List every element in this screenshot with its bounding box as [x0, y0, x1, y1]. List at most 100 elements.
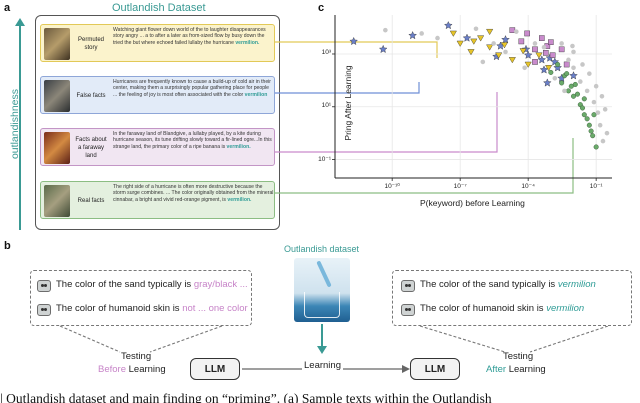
- square-point: [543, 50, 549, 56]
- circle-point: [555, 61, 561, 67]
- x-tick-label: 10⁻¹: [589, 183, 603, 190]
- testing-after-line1: Testing: [503, 351, 534, 362]
- row-text: Hurricanes are frequently known to cause…: [113, 79, 271, 98]
- triangle-point: [456, 40, 464, 47]
- star-point: [408, 30, 417, 40]
- triangle-point: [500, 42, 509, 49]
- panel-b-letter: b: [4, 240, 11, 252]
- star-point: [539, 65, 549, 74]
- star-point: [553, 63, 562, 72]
- circle-point: [600, 138, 606, 144]
- circle-point: [435, 35, 440, 41]
- panel-a-title: Outlandish Dataset: [112, 2, 206, 14]
- arrow-head-icon: [15, 18, 25, 26]
- triangle-point: [467, 49, 475, 56]
- triangle-point: [449, 30, 457, 37]
- testing-after-line2: After Learning: [486, 364, 546, 375]
- painting-thumbnail: [44, 185, 70, 217]
- beaker-image: [294, 258, 350, 322]
- row-label: Real facts: [77, 198, 105, 204]
- circle-point: [491, 41, 496, 46]
- circle-point: [580, 62, 585, 67]
- circle-point: [574, 91, 580, 97]
- circle-point: [590, 133, 596, 139]
- triangle-point: [470, 38, 478, 45]
- row-label: Facts about a faraway land: [75, 137, 107, 159]
- row-text: Watching giant flower down world of the …: [113, 27, 266, 46]
- x-axis-label: P(keyword) before Learning: [420, 198, 525, 208]
- row-real-facts: Real facts The right side of a hurricane…: [40, 181, 275, 219]
- connector-real-facts: [275, 138, 574, 194]
- painting-thumbnail: [44, 80, 70, 112]
- square-point: [532, 46, 538, 53]
- triangle-point: [545, 65, 553, 72]
- connector-permuted: [275, 41, 438, 58]
- after-sentence-2: The color of humanoid skin is vermilion: [420, 303, 585, 314]
- circle-point: [591, 112, 597, 118]
- x-tick-label: 10⁻⁷: [453, 183, 467, 190]
- testing-before-line2: Before Learning: [98, 364, 166, 375]
- circle-point: [586, 122, 592, 128]
- circle-point: [552, 75, 558, 81]
- circle-point: [572, 81, 578, 87]
- row-label: Permuted story: [77, 37, 104, 51]
- square-point: [532, 59, 538, 65]
- circle-point: [548, 69, 554, 75]
- circle-point: [559, 80, 565, 86]
- pipette-icon: [316, 260, 332, 288]
- circle-point: [584, 88, 590, 94]
- square-point: [518, 38, 525, 45]
- connector-false-facts: [275, 82, 420, 94]
- star-point: [537, 55, 547, 64]
- row-text: The right side of a hurricane is often m…: [113, 184, 274, 203]
- star-point: [349, 36, 359, 46]
- after-sentence-1: The color of the sand typically is vermi…: [420, 279, 596, 290]
- robot-icon: [37, 304, 51, 316]
- circle-point: [514, 29, 519, 34]
- circle-point: [383, 27, 388, 33]
- before-sentence-2: The color of humanoid skin is not ... on…: [56, 303, 248, 314]
- after-speech-bubble: The color of the sand typically is vermi…: [392, 270, 632, 326]
- star-point: [543, 78, 552, 87]
- circle-point: [581, 96, 587, 102]
- triangle-point: [519, 48, 527, 55]
- square-point: [549, 52, 556, 58]
- triangle-point: [486, 44, 494, 51]
- panel-c-letter: c: [318, 2, 325, 14]
- circle-point: [584, 116, 590, 122]
- circle-point: [522, 65, 527, 71]
- circle-point: [564, 71, 570, 77]
- triangle-point: [495, 52, 503, 59]
- star-point: [444, 20, 453, 30]
- circle-point: [571, 65, 576, 71]
- llm-box-before: LLM: [190, 358, 240, 380]
- row-false-facts: False facts Hurricanes are frequently kn…: [40, 76, 275, 114]
- y-tick-label: 10⁻¹: [318, 155, 331, 163]
- circle-point: [602, 107, 608, 112]
- row-permuted-story: Permuted story Watching giant flower dow…: [40, 24, 275, 62]
- star-point: [378, 44, 388, 54]
- square-point: [548, 39, 554, 45]
- circle-point: [587, 71, 592, 76]
- circle-point: [559, 41, 564, 46]
- star-point: [501, 35, 510, 44]
- circle-point: [588, 128, 594, 134]
- square-point: [539, 35, 545, 41]
- circle-point: [597, 122, 603, 128]
- circle-point: [419, 31, 424, 36]
- star-point: [523, 50, 533, 59]
- triangle-point: [486, 28, 494, 36]
- row-text: In the faraway land of Blandgive, a lull…: [113, 131, 272, 150]
- x-tick-label: 10⁻¹⁰: [384, 183, 400, 190]
- circle-point: [595, 110, 601, 115]
- circle-point: [570, 93, 576, 99]
- triangle-point: [524, 61, 532, 68]
- circle-point: [480, 59, 486, 65]
- circle-point: [593, 83, 599, 89]
- triangle-point: [477, 35, 485, 42]
- outlandishness-arrow: [19, 22, 21, 230]
- circle-point: [581, 112, 587, 118]
- circle-point: [578, 79, 583, 84]
